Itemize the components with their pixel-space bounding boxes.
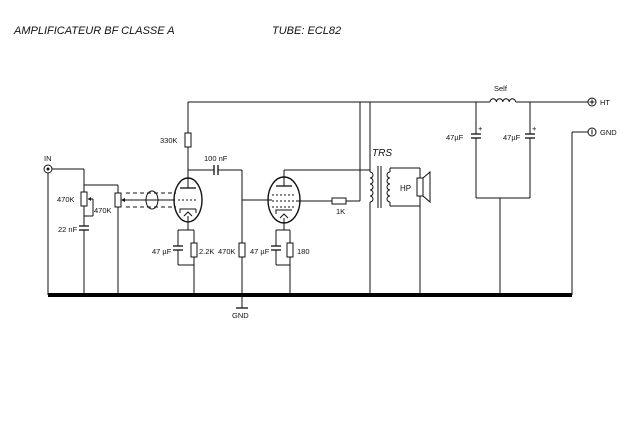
input-terminal xyxy=(43,164,84,295)
filter-cap2-label: 47µF xyxy=(503,133,521,142)
transformer-label: TRS xyxy=(372,148,392,159)
filter-cap1-label: 47µF xyxy=(446,133,464,142)
ht-label: HT xyxy=(600,98,610,107)
screen-resistor xyxy=(331,102,361,205)
grid-resistor-label: 470K xyxy=(94,206,112,215)
coupling-cap-label: 100 nF xyxy=(204,154,228,163)
gnd-right-label: GND xyxy=(600,128,617,137)
tube-label: TUBE: ECL82 xyxy=(272,25,341,37)
input-cap-label: 22 nF xyxy=(58,225,78,234)
cathode-cap2-label: 47 µF xyxy=(250,247,270,256)
speaker-label: HP xyxy=(400,184,411,193)
grid-resistor-2 xyxy=(236,170,262,309)
choke-self xyxy=(486,98,517,103)
cathode-network-2 xyxy=(271,218,294,295)
choke-label: Self xyxy=(494,84,508,93)
ground-returns xyxy=(369,198,501,295)
title: AMPLIFICATEUR BF CLASSE A xyxy=(13,25,175,37)
volume-potentiometer xyxy=(79,169,94,295)
gnd-bottom-label: GND xyxy=(232,311,249,320)
cathode-cap1-label: 47 µF xyxy=(152,247,172,256)
output-transformer xyxy=(360,102,420,212)
filter-capacitors: + + xyxy=(471,102,537,199)
grid-resistor-2-label: 470K xyxy=(218,247,236,256)
ht-terminal xyxy=(587,97,597,107)
svg-text:+: + xyxy=(532,124,537,133)
plate-resistor xyxy=(184,102,192,178)
cathode-network-1 xyxy=(173,216,198,295)
triode-tube xyxy=(173,177,203,223)
grid-resistor xyxy=(84,184,125,295)
shielded-cable xyxy=(125,190,176,210)
gnd-terminal xyxy=(571,127,597,295)
screen-resistor-label: 1K xyxy=(336,207,345,216)
plate-resistor-label: 330K xyxy=(160,136,178,145)
coupling-capacitor xyxy=(188,165,242,175)
volume-pot-label: 470K xyxy=(57,195,75,204)
input-label: IN xyxy=(44,154,52,163)
cathode-res2-label: 180 xyxy=(297,247,310,256)
pentode-tube xyxy=(262,169,360,224)
speaker xyxy=(416,168,431,295)
cathode-res1-label: 2.2K xyxy=(199,247,214,256)
svg-text:+: + xyxy=(478,124,483,133)
